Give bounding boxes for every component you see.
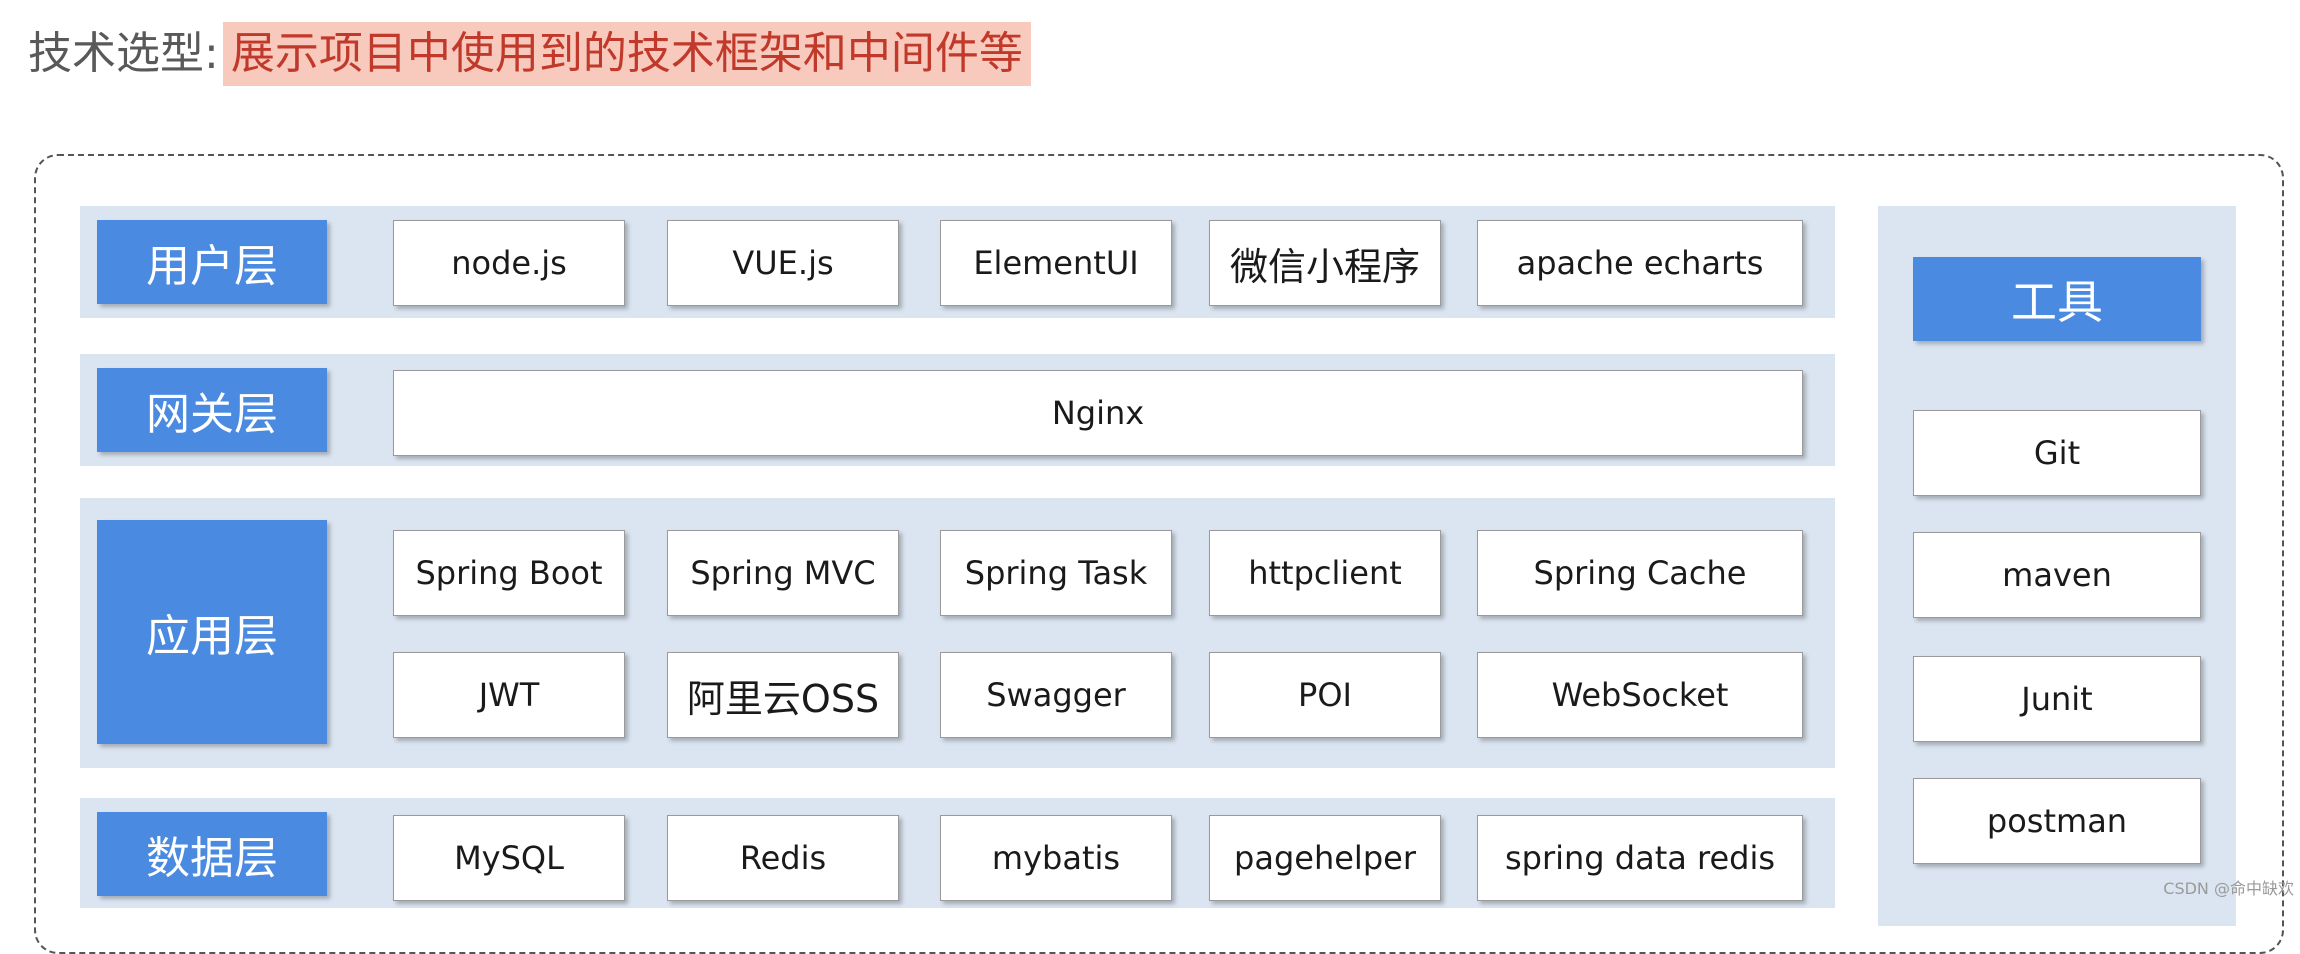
tech-pagehelper: pagehelper [1209, 815, 1441, 901]
tech-poi: POI [1209, 652, 1441, 738]
csdn-watermark: CSDN @命中缺欢 [2163, 879, 2294, 898]
tech-swagger: Swagger [940, 652, 1172, 738]
tech-apache-echarts: apache echarts [1477, 220, 1803, 306]
tech-wechat-miniprogram: 微信小程序 [1209, 220, 1441, 306]
tech-mybatis: mybatis [940, 815, 1172, 901]
tool-postman: postman [1913, 778, 2201, 864]
tech-spring-cache: Spring Cache [1477, 530, 1803, 616]
data-layer-label: 数据层 [97, 812, 327, 896]
tech-spring-task: Spring Task [940, 530, 1172, 616]
tech-spring-data-redis: spring data redis [1477, 815, 1803, 901]
tool-maven: maven [1913, 532, 2201, 618]
gateway-layer-label: 网关层 [97, 368, 327, 452]
tech-httpclient: httpclient [1209, 530, 1441, 616]
tech-mysql: MySQL [393, 815, 625, 901]
tool-git: Git [1913, 410, 2201, 496]
tech-redis: Redis [667, 815, 899, 901]
tech-spring-boot: Spring Boot [393, 530, 625, 616]
tech-websocket: WebSocket [1477, 652, 1803, 738]
tech-nodejs: node.js [393, 220, 625, 306]
tech-nginx: Nginx [393, 370, 1803, 456]
user-layer-label: 用户层 [97, 220, 327, 304]
heading-prefix: 技术选型: [28, 28, 219, 79]
tech-spring-mvc: Spring MVC [667, 530, 899, 616]
tools-title: 工具 [1913, 257, 2201, 341]
tech-jwt: JWT [393, 652, 625, 738]
tech-vuejs: VUE.js [667, 220, 899, 306]
tech-aliyun-oss: 阿里云OSS [667, 652, 899, 738]
slide-heading: 技术选型: 展示项目中使用到的技术框架和中间件等 [28, 22, 1031, 86]
tech-elementui: ElementUI [940, 220, 1172, 306]
app-layer-label: 应用层 [97, 520, 327, 744]
heading-highlight: 展示项目中使用到的技术框架和中间件等 [222, 22, 1031, 86]
tool-junit: Junit [1913, 656, 2201, 742]
